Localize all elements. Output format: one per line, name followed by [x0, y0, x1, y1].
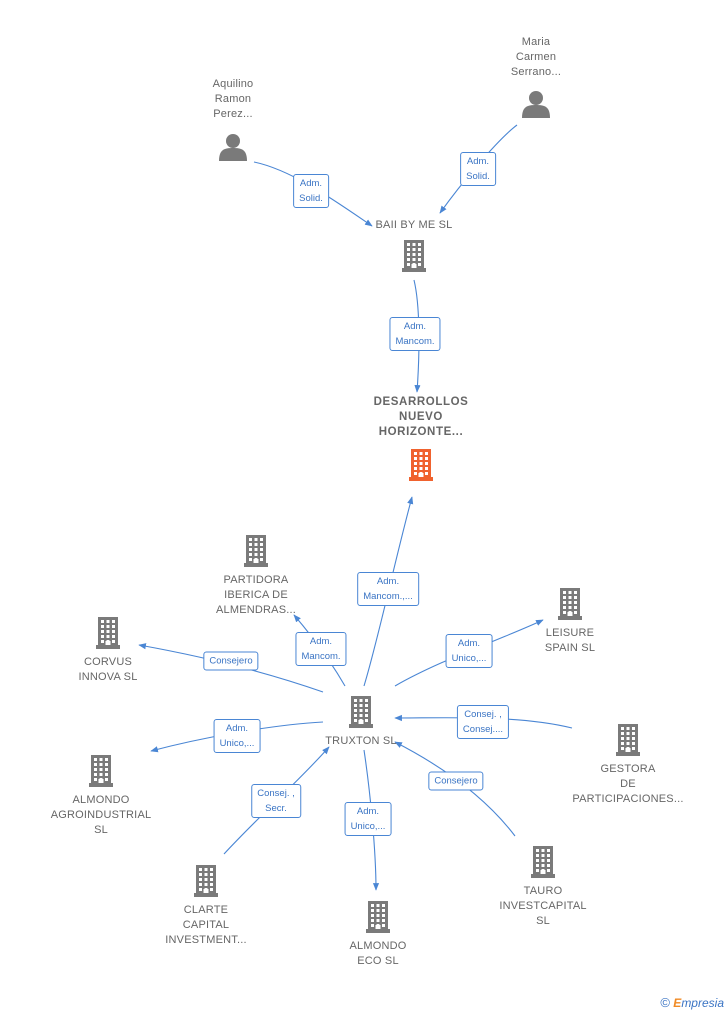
- node-label-line: Perez...: [213, 108, 253, 120]
- node-label-line: ECO SL: [357, 955, 399, 967]
- node-label-baii[interactable]: BAII BY ME SL: [376, 218, 453, 233]
- node-label-line: INNOVA SL: [78, 671, 138, 683]
- node-label-line: TAURO: [523, 885, 563, 897]
- brand-name: mpresia: [681, 996, 724, 1010]
- building-icon[interactable]: [402, 240, 426, 272]
- node-label-line: INVESTCAPITAL: [499, 900, 587, 912]
- edge-label-line: Mancom.,...: [363, 591, 413, 602]
- node-label-line: CLARTE: [183, 904, 229, 916]
- building-icon[interactable]: [616, 724, 640, 756]
- building-icon[interactable]: [89, 755, 113, 787]
- node-label-line: DESARROLLOS: [373, 396, 469, 408]
- edge-label-line: Consej. ,: [464, 709, 502, 720]
- node-label-tauro[interactable]: TAURO INVESTCAPITAL SL: [499, 884, 586, 929]
- edge-label-line: Consej....: [462, 724, 504, 735]
- node-label-corvus[interactable]: CORVUS INNOVA SL: [78, 655, 137, 685]
- edge-label-e9[interactable]: Adm. Unico,...: [213, 719, 261, 753]
- person-icon[interactable]: [522, 91, 550, 118]
- edge-label-line: Adm.: [356, 806, 380, 817]
- edge-label-e5[interactable]: Adm. Mancom.: [295, 632, 347, 666]
- edge-label-e8[interactable]: Consej. , Consej....: [456, 705, 510, 739]
- edge-label-line: Adm.: [466, 156, 490, 167]
- node-label-line: IBERICA DE: [224, 589, 288, 601]
- node-label-gestora[interactable]: GESTORA DE PARTICIPACIONES...: [572, 762, 683, 807]
- edge-label-line: Unico,...: [350, 821, 386, 832]
- node-label-line: BAII BY ME SL: [375, 219, 453, 231]
- building-icon[interactable]: [244, 535, 268, 567]
- edges-layer: [138, 124, 573, 891]
- node-label-clarte[interactable]: CLARTE CAPITAL INVESTMENT...: [165, 903, 246, 948]
- node-label-line: SL: [94, 824, 108, 836]
- node-label-line: AGROINDUSTRIAL: [50, 809, 152, 821]
- node-label-line: PARTIDORA: [223, 574, 289, 586]
- node-label-leisure[interactable]: LEISURE SPAIN SL: [545, 626, 595, 656]
- node-label-line: PARTICIPACIONES...: [572, 793, 684, 805]
- edge-label-line: Consejero: [434, 775, 478, 787]
- node-label-line: Maria: [521, 36, 551, 48]
- edge-label-e10[interactable]: Consejero: [428, 771, 484, 791]
- edge-label-e3[interactable]: Adm. Mancom.: [389, 317, 441, 351]
- node-label-almondo_eco[interactable]: ALMONDO ECO SL: [349, 939, 406, 969]
- icons-layer: [89, 91, 640, 933]
- edge-label-line: Adm.: [225, 723, 249, 734]
- building-icon[interactable]: [366, 901, 390, 933]
- edge-label-e11[interactable]: Consej. , Secr.: [251, 784, 301, 818]
- node-label-line: GESTORA: [600, 763, 656, 775]
- edge-label-e4[interactable]: Adm. Mancom.,...: [357, 572, 419, 606]
- edge-label-line: Solid.: [466, 171, 490, 182]
- node-label-line: DE: [620, 778, 636, 790]
- building-icon[interactable]: [409, 449, 433, 481]
- node-label-line: ALMONDO: [349, 940, 407, 952]
- node-label-line: Ramon: [214, 93, 252, 105]
- edge-label-e7[interactable]: Consejero: [203, 651, 259, 671]
- edge-label-line: Adm.: [309, 636, 333, 647]
- edge-label-line: Adm.: [376, 576, 400, 587]
- edge-label-line: Adm.: [457, 638, 481, 649]
- node-label-line: HORIZONTE...: [378, 426, 464, 438]
- edge-label-e2[interactable]: Adm. Solid.: [460, 152, 496, 186]
- edge-label-line: Consej. ,: [257, 788, 295, 799]
- building-icon[interactable]: [531, 846, 555, 878]
- building-icon[interactable]: [349, 696, 373, 728]
- edge-label-line: Solid.: [299, 193, 323, 204]
- brand-initial: E: [673, 996, 682, 1010]
- node-label-line: Serrano...: [510, 66, 562, 78]
- node-label-line: SL: [536, 915, 550, 927]
- node-label-line: CAPITAL: [182, 919, 230, 931]
- edge-label-line: Mancom.: [395, 336, 435, 347]
- node-label-partidora[interactable]: PARTIDORA IBERICA DE ALMENDRAS...: [216, 573, 296, 618]
- edge-label-e12[interactable]: Adm. Unico,...: [344, 802, 392, 836]
- node-label-line: ALMENDRAS...: [215, 604, 297, 616]
- node-label-line: Aquilino: [212, 78, 254, 90]
- node-label-line: SPAIN SL: [544, 642, 596, 654]
- edge-label-line: Unico,...: [451, 653, 487, 664]
- node-label-almondo_agro[interactable]: ALMONDO AGROINDUSTRIAL SL: [51, 793, 152, 838]
- node-label-desarrollos[interactable]: DESARROLLOS NUEVO HORIZONTE...: [374, 395, 469, 440]
- node-label-line: INVESTMENT...: [165, 934, 247, 946]
- edge-label-line: Consejero: [209, 655, 253, 667]
- building-icon[interactable]: [96, 617, 120, 649]
- node-label-line: NUEVO: [399, 411, 443, 423]
- node-label-line: Carmen: [515, 51, 557, 63]
- brand-logo[interactable]: © Empresia: [660, 995, 724, 1010]
- person-icon[interactable]: [219, 134, 247, 161]
- edge-label-line: Adm.: [403, 321, 427, 332]
- building-icon[interactable]: [194, 865, 218, 897]
- node-label-truxton[interactable]: TRUXTON SL: [325, 734, 396, 749]
- edge-label-line: Adm.: [299, 178, 323, 189]
- edge-label-line: Mancom.: [301, 651, 341, 662]
- edge-label-line: Secr.: [265, 803, 287, 814]
- copyright-icon: ©: [660, 995, 670, 1010]
- edge-label-e1[interactable]: Adm. Solid.: [293, 174, 329, 208]
- edge-label-e6[interactable]: Adm. Unico,...: [445, 634, 493, 668]
- building-icon[interactable]: [558, 588, 582, 620]
- node-label-line: ALMONDO: [72, 794, 130, 806]
- node-label-line: TRUXTON SL: [325, 735, 397, 747]
- node-label-line: LEISURE: [545, 627, 595, 639]
- edge-label-line: Unico,...: [219, 738, 255, 749]
- node-label-line: CORVUS: [83, 656, 133, 668]
